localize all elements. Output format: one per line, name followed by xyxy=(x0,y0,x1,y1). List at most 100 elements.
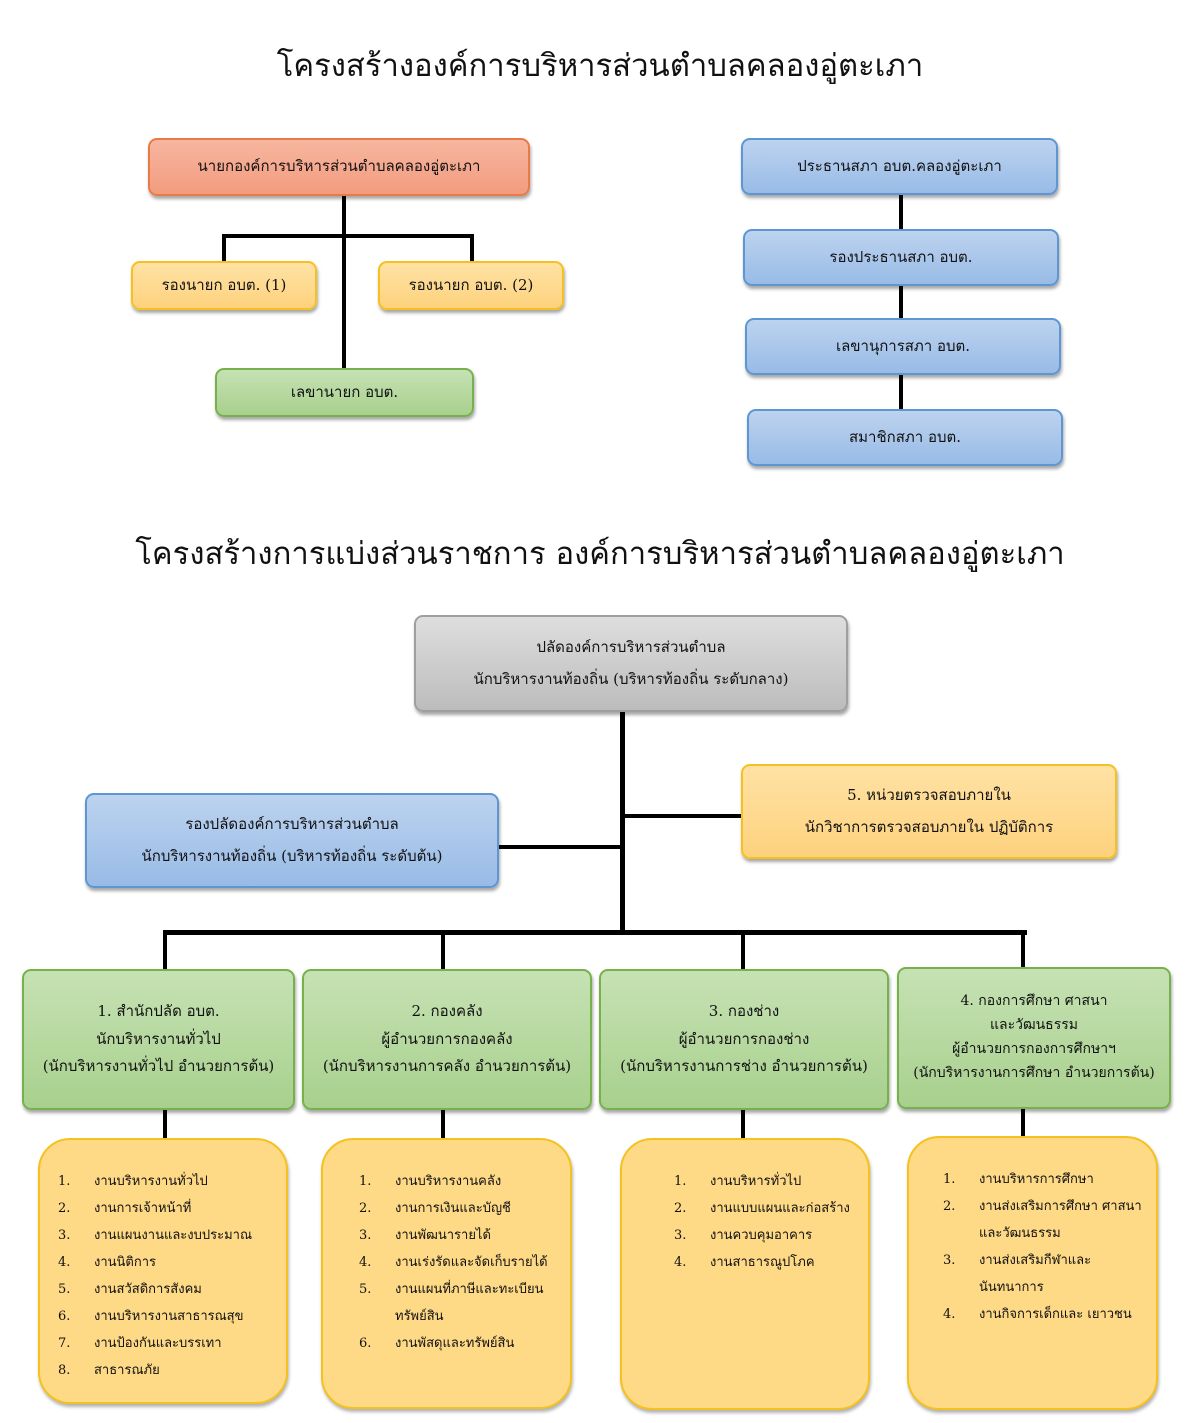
task-item: 4.งานเร่งรัดและจัดเก็บรายได้ xyxy=(359,1249,560,1276)
task-number: 3. xyxy=(674,1228,687,1243)
connector xyxy=(899,194,903,426)
council-vice-president-label: รองประธานสภา อบต. xyxy=(829,247,973,266)
task-text: งานสวัสดิการสังคม xyxy=(94,1282,202,1297)
task-number: 1. xyxy=(58,1174,71,1189)
task-text: งานบริหารงานคลัง xyxy=(395,1174,502,1189)
task-number: 5. xyxy=(58,1282,71,1297)
task-text: และวัฒนธรรม xyxy=(979,1226,1061,1241)
task-number: 3. xyxy=(359,1228,372,1243)
connector xyxy=(497,845,623,849)
council-president-label: ประธานสภา อบต.คลองอู่ตะเภา xyxy=(797,156,1002,175)
mayor-label: นายกองค์การบริหารส่วนตำบลคลองอู่ตะเภา xyxy=(197,157,481,176)
division-education-box: 4. กองการศึกษา ศาสนา และวัฒนธรรม ผู้อำนว… xyxy=(897,967,1171,1109)
task-item-continuation: และวัฒนธรรม xyxy=(943,1220,1146,1247)
task-number: 2. xyxy=(359,1201,372,1216)
connector xyxy=(470,234,474,262)
task-item: 5. งานแผนที่ภาษีและทะเบียน xyxy=(359,1276,560,1303)
division-engineering-box: 3. กองช่าง ผู้อำนวยการกองช่าง (นักบริหาร… xyxy=(599,969,889,1110)
chart-title-2: โครงสร้างการแบ่งส่วนราชการ องค์การบริหาร… xyxy=(135,536,1065,572)
council-vice-president-box: รองประธานสภา อบต. xyxy=(743,229,1059,286)
task-text: งานการเจ้าหน้าที่ xyxy=(94,1201,192,1216)
task-item: 1. งานบริหารงานคลัง xyxy=(359,1168,560,1195)
palad-line: นักบริหารงานท้องถิ่น (บริหารท้องถิ่น ระด… xyxy=(473,669,789,688)
task-text: งานส่งเสริมการศึกษา ศาสนา xyxy=(979,1199,1142,1214)
task-number-spacer xyxy=(943,1220,979,1247)
division-line: (นักบริหารงานทั่วไป อำนวยการต้น) xyxy=(42,1057,275,1076)
task-text: งานแผนที่ภาษีและทะเบียน xyxy=(395,1282,544,1297)
mayor-secretary-label: เลขานายก อบต. xyxy=(290,382,399,401)
task-number: 6. xyxy=(58,1309,71,1324)
task-number: 3. xyxy=(58,1228,71,1243)
division-line: 1. สำนักปลัด อบต. xyxy=(97,1001,220,1020)
deputy-mayor-2-box: รองนายก อบต. (2) xyxy=(378,261,564,310)
task-item: 2.งานการเจ้าหน้าที่ xyxy=(58,1195,276,1222)
task-item: 2. งานการเงินและบัญชี xyxy=(359,1195,560,1222)
connector xyxy=(222,234,226,262)
task-item: 5. งานสวัสดิการสังคม xyxy=(58,1276,276,1303)
division-line: (นักบริหารงานการช่าง อำนวยการต้น) xyxy=(620,1057,868,1076)
connector xyxy=(342,195,346,368)
task-number: 2. xyxy=(943,1199,956,1214)
council-secretary-box: เลขานุการสภา อบต. xyxy=(745,318,1061,375)
task-text: นันทนาการ xyxy=(979,1280,1044,1295)
division-line: นักบริหารงานทั่วไป xyxy=(96,1029,221,1048)
connector xyxy=(163,930,1027,935)
task-number: 4. xyxy=(58,1255,71,1270)
council-member-label: สมาชิกสภา อบต. xyxy=(848,427,961,446)
palad-line: ปลัดองค์การบริหารส่วนตำบล xyxy=(536,638,726,656)
task-item: 1.งานบริหารงานทั่วไป xyxy=(58,1168,276,1195)
council-member-box: สมาชิกสภา อบต. xyxy=(747,409,1063,466)
internal-audit-box: 5. หน่วยตรวจสอบภายใน นักวิชาการตรวจสอบภา… xyxy=(741,764,1117,859)
task-item: 3.งานแผนงานและงบประมาณ xyxy=(58,1222,276,1249)
task-text: งานบริหารงานสาธารณสุข xyxy=(94,1309,244,1324)
task-item: 1.งานบริหารทั่วไป xyxy=(674,1168,858,1195)
education-task-list: 1.งานบริหารการศึกษา 2. งานส่งเสริมการศึกษา… xyxy=(907,1136,1158,1410)
task-item: 2. งานส่งเสริมการศึกษา ศาสนา xyxy=(943,1193,1146,1220)
task-text: งานแบบแผนและก่อสร้าง xyxy=(710,1201,850,1216)
deputy-palad-line: รองปลัดองค์การบริหารส่วนตำบล xyxy=(185,815,399,833)
task-text: งานกิจการเด็กและ เยาวชน xyxy=(979,1307,1132,1322)
mayor-secretary-box: เลขานายก อบต. xyxy=(215,368,474,417)
connector xyxy=(222,234,474,238)
division-line: ผู้อำนวยการกองการศึกษาฯ xyxy=(952,1041,1116,1057)
task-number-spacer xyxy=(359,1303,395,1330)
task-text: งานนิติการ xyxy=(94,1255,157,1270)
task-number: 3. xyxy=(943,1253,956,1268)
division-office-box: 1. สำนักปลัด อบต. นักบริหารงานทั่วไป (นั… xyxy=(22,969,295,1110)
chart-title-1: โครงสร้างองค์การบริหารส่วนตำบลคลองอู่ตะเ… xyxy=(276,48,924,84)
task-item: 4.งานสาธารณูปโภค xyxy=(674,1249,858,1276)
deputy-mayor-2-label: รองนายก อบต. (2) xyxy=(408,275,534,294)
task-number: 2. xyxy=(674,1201,687,1216)
division-line: ผู้อำนวยการกองคลัง xyxy=(381,1029,513,1048)
task-text: ทรัพย์สิน xyxy=(395,1309,444,1324)
division-line: 2. กองคลัง xyxy=(411,1001,483,1020)
task-item: 3.งานควบคุมอาคาร xyxy=(674,1222,858,1249)
task-text: งานป้องกันและบรรเทา xyxy=(94,1336,222,1351)
task-number: 6. xyxy=(359,1336,372,1351)
task-item: 1.งานบริหารการศึกษา xyxy=(943,1166,1146,1193)
task-item-continuation: นันทนาการ xyxy=(943,1274,1146,1301)
council-secretary-label: เลขานุการสภา อบต. xyxy=(835,336,971,355)
task-item: 4.งานกิจการเด็กและ เยาวชน xyxy=(943,1301,1146,1328)
task-number: 4. xyxy=(359,1255,372,1270)
task-text: งานบริหารการศึกษา xyxy=(979,1172,1094,1187)
task-number: 8. xyxy=(58,1363,71,1378)
task-item: 3.งานพัฒนารายได้ xyxy=(359,1222,560,1249)
task-text: งานการเงินและบัญชี xyxy=(395,1201,511,1216)
task-text: งานส่งเสริมกีฬาและ xyxy=(979,1253,1092,1268)
task-item: 6. งานบริหารงานสาธารณสุข xyxy=(58,1303,276,1330)
task-item-continuation: ทรัพย์สิน xyxy=(359,1303,560,1330)
task-text: สาธารณภัย xyxy=(94,1363,160,1378)
task-item: 6.งานพัสดุและทรัพย์สิน xyxy=(359,1330,560,1357)
task-number: 7. xyxy=(58,1336,71,1351)
task-number: 1. xyxy=(674,1174,687,1189)
engineering-task-list: 1.งานบริหารทั่วไป 2. งานแบบแผนและก่อสร้าง 3… xyxy=(620,1138,870,1410)
task-number: 5. xyxy=(359,1282,372,1297)
deputy-mayor-1-box: รองนายก อบต. (1) xyxy=(131,261,317,310)
task-item: 7. งานป้องกันและบรรเทา xyxy=(58,1330,276,1357)
task-number: 1. xyxy=(359,1174,372,1189)
task-item: 8. สาธารณภัย xyxy=(58,1357,276,1384)
connector xyxy=(441,930,445,970)
connector xyxy=(441,1108,445,1140)
